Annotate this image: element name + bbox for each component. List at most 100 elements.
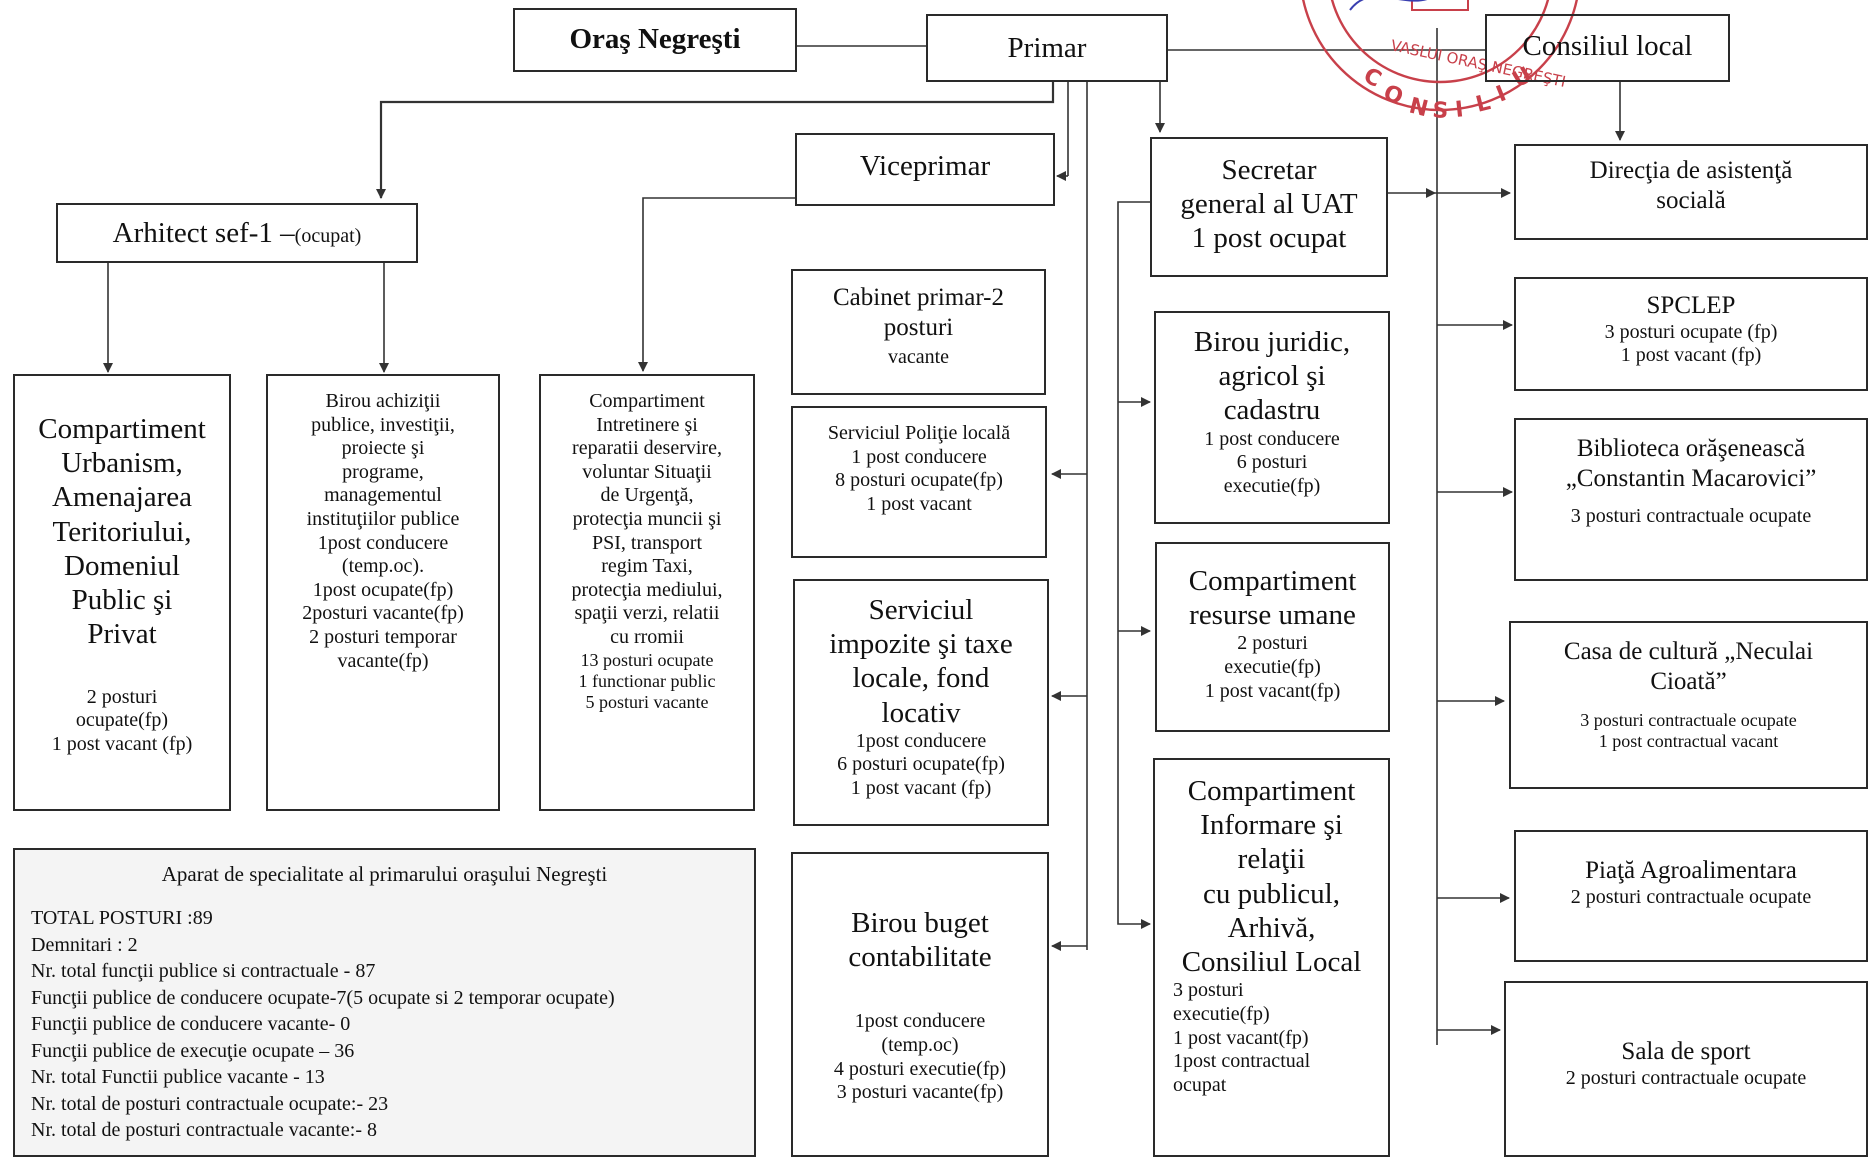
unit-detail: 3 posturi contractuale ocupate <box>1580 710 1797 730</box>
architect-box: Arhitect sef-1 –(ocupat) <box>56 203 418 263</box>
unit-line: Consiliul Local <box>1181 946 1362 979</box>
unit-line: cadastru <box>1223 394 1321 427</box>
sala-sport-box: Sala de sport 2 posturi contractuale ocu… <box>1504 981 1868 1157</box>
unit-line: posturi <box>883 313 954 341</box>
summary-box: Aparat de specialitate al primarului ora… <box>13 848 756 1157</box>
unit-detail: 2 posturi <box>86 685 158 708</box>
unit-line: Compartiment <box>1187 775 1356 807</box>
buget-box: Birou buget contabilitate 1post conducer… <box>791 852 1049 1157</box>
viceprimar-box: Viceprimar <box>795 133 1055 206</box>
unit-line: managementul <box>324 484 442 507</box>
unit-line: 1 post vacant <box>866 492 972 515</box>
unit-line: 1 post conducere <box>851 445 987 468</box>
svg-text:L: L <box>1473 90 1493 118</box>
architect-status: (ocupat) <box>294 225 362 247</box>
unit-line: Birou buget <box>851 907 989 939</box>
unit-detail: 1post conducere <box>854 1010 986 1033</box>
unit-line: reparatii deservire, <box>572 437 722 460</box>
biblioteca-box: Biblioteca orăşenească „Constantin Macar… <box>1514 418 1868 581</box>
urbanism-box: Compartiment Urbanism, Amenajarea Terito… <box>13 374 231 811</box>
cabinet-box: Cabinet primar-2 posturi vacante <box>791 269 1046 395</box>
unit-line: proiecte şi <box>341 437 425 460</box>
unit-line: locale, fond <box>852 662 990 695</box>
unit-line: cu publicul, <box>1203 877 1340 910</box>
unit-line: Sala de sport <box>1621 1038 1751 1065</box>
secretar-line: Secretar <box>1221 154 1317 186</box>
unit-detail: 1 post contractual vacant <box>1598 731 1779 752</box>
summary-line: TOTAL POSTURI :89 <box>31 907 213 929</box>
summary-line: Nr. total funcţii publice si contractual… <box>31 960 376 982</box>
unit-detail: 1 functionar public <box>578 670 716 691</box>
council-box: Consiliul local <box>1485 14 1730 82</box>
unit-line: spaţii verzi, relatii <box>574 602 720 625</box>
unit-line: Privat <box>87 618 157 651</box>
unit-detail: 1 post vacant(fp) <box>1204 679 1341 702</box>
unit-line: Piaţă Agroalimentara <box>1585 857 1797 884</box>
unit-line: relaţii <box>1237 843 1306 876</box>
svg-text:C: C <box>1359 63 1385 93</box>
unit-detail: (temp.oc) <box>881 1034 959 1057</box>
unit-line: agricol şi <box>1218 360 1326 393</box>
unit-line: regim Taxi, <box>601 555 693 578</box>
svg-text:N: N <box>1407 94 1431 123</box>
unit-line: Amenajarea <box>51 481 193 514</box>
unit-detail: 2 posturi contractuale ocupate <box>1565 1066 1807 1089</box>
unit-line: instituţiilor publice <box>306 507 460 530</box>
informare-box: Compartiment Informare şi relaţii cu pub… <box>1153 758 1390 1157</box>
unit-detail: 3 posturi <box>1173 979 1244 1002</box>
unit-detail: ocupat <box>1173 1073 1227 1096</box>
unit-line: Domeniul <box>64 549 180 582</box>
architect-title: Arhitect sef-1 – <box>112 217 295 249</box>
secretar-line: 1 post ocupat <box>1191 222 1347 255</box>
unit-line: Cioată” <box>1650 667 1727 695</box>
town-name: Oraş Negreşti <box>569 23 741 55</box>
resurse-umane-box: Compartiment resurse umane 2 posturi exe… <box>1155 542 1390 732</box>
unit-line: voluntar Situaţii <box>582 460 712 483</box>
summary-line: Nr. total de posturi contractuale ocupat… <box>31 1092 389 1115</box>
summary-line: Funcţii publice de execuţie ocupate – 36 <box>31 1039 355 1062</box>
unit-line: Cabinet primar-2 <box>833 284 1004 311</box>
unit-line: 2 posturi temporar <box>309 625 457 648</box>
directia-box: Direcţia de asistenţă socială <box>1514 144 1868 240</box>
mayor-box: Primar <box>926 14 1168 82</box>
unit-line: locativ <box>881 696 961 729</box>
unit-line: vacante(fp) <box>337 649 429 672</box>
council-label: Consiliul local <box>1522 30 1693 62</box>
unit-line: Casa de cultură „Neculai <box>1563 638 1814 665</box>
unit-detail: 3 posturi vacante(fp) <box>836 1081 1004 1104</box>
unit-line: contabilitate <box>848 941 992 974</box>
summary-line: Nr. total Functii publice vacante - 13 <box>31 1066 325 1088</box>
summary-line: Funcţii publice de conducere ocupate-7(5… <box>31 986 615 1009</box>
unit-line: de Urgenţă, <box>600 484 694 507</box>
unit-line: 1post conducere <box>317 531 449 554</box>
achizitii-box: Birou achiziţii publice, investiţii, pro… <box>266 374 500 811</box>
summary-line: Funcţii publice de conducere vacante- 0 <box>31 1013 351 1035</box>
unit-line: Public şi <box>71 584 173 617</box>
unit-detail: vacante <box>887 346 950 368</box>
unit-line: „Constantin Macarovici” <box>1565 464 1817 492</box>
svg-text:S: S <box>1432 98 1450 124</box>
unit-detail: executie(fp) <box>1224 656 1321 679</box>
summary-line: Nr. total de posturi contractuale vacant… <box>31 1119 377 1141</box>
impozite-box: Serviciul impozite şi taxe locale, fond … <box>793 579 1049 826</box>
unit-detail: 6 posturi <box>1236 451 1308 474</box>
unit-detail: 13 posturi ocupate <box>580 649 714 670</box>
unit-line: impozite şi taxe <box>829 628 1013 661</box>
unit-detail: 1 post vacant (fp) <box>850 777 992 800</box>
juridic-box: Birou juridic, agricol şi cadastru 1 pos… <box>1154 311 1390 524</box>
unit-line: Intretinere şi <box>596 413 698 436</box>
spclep-box: SPCLEP 3 posturi ocupate (fp) 1 post vac… <box>1514 277 1868 391</box>
unit-line: protecţia mediului, <box>571 578 723 601</box>
unit-line: Informare şi <box>1200 809 1343 842</box>
unit-line: Serviciul Poliţie locală <box>827 422 1011 444</box>
secretar-line: general al UAT <box>1180 188 1358 221</box>
unit-detail: 6 posturi ocupate(fp) <box>837 753 1005 776</box>
viceprimar-label: Viceprimar <box>859 150 991 182</box>
unit-line: socială <box>1656 186 1726 214</box>
unit-detail: 4 posturi executie(fp) <box>833 1057 1007 1080</box>
unit-detail: executie(fp) <box>1173 1002 1270 1025</box>
unit-detail: 1 post vacant(fp) <box>1173 1026 1309 1049</box>
unit-detail: 1 post vacant (fp) <box>51 732 193 755</box>
secretar-box: Secretar general al UAT 1 post ocupat <box>1150 137 1388 277</box>
unit-line: publice, investiţii, <box>311 413 455 436</box>
